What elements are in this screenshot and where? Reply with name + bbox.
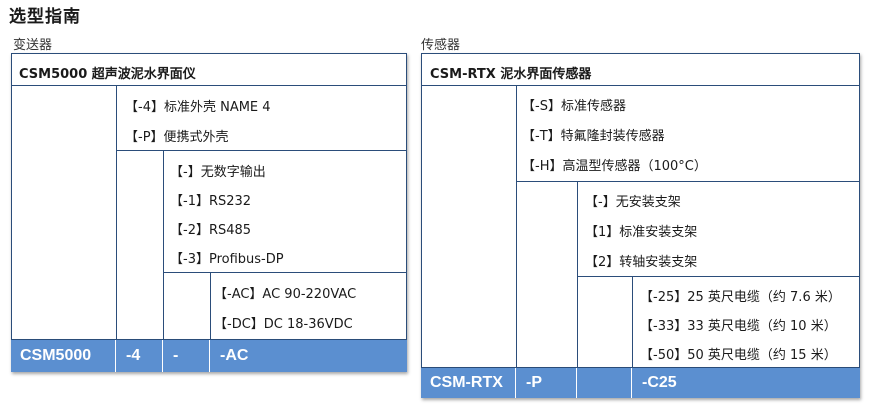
transmitter-result-bar: CSM5000 -4 - -AC (11, 340, 407, 372)
mount-option-1: 【1】标准安装支架 (585, 225, 698, 240)
divider (516, 85, 517, 368)
divider (11, 85, 407, 86)
cable-option-33: 【-33】33 英尺电缆（约 10 米） (640, 319, 837, 334)
mount-option-2: 【2】转轴安装支架 (585, 255, 698, 270)
output-option-2: 【-2】RS485 (170, 223, 252, 238)
divider (116, 150, 407, 151)
result-model: CSM-RTX (421, 368, 516, 398)
result-power: -AC (220, 347, 249, 364)
output-option-1: 【-1】RS232 (170, 194, 252, 209)
sensor-header: CSM-RTX 泥水界面传感器 (430, 67, 592, 82)
sensor-section-label: 传感器 (421, 38, 461, 53)
sensor-option-s: 【-S】标准传感器 (522, 99, 626, 114)
divider (632, 276, 633, 368)
cable-option-50: 【-50】50 英尺电缆（约 15 米） (640, 348, 837, 363)
result-sensor: -P (516, 368, 577, 398)
result-mount (577, 368, 632, 398)
housing-option-4: 【-4】标准外壳 NAME 4 (125, 100, 271, 115)
sensor-option-h: 【-H】高温型传感器（100°C） (522, 159, 707, 174)
sensor-option-t: 【-T】特氟隆封装传感器 (522, 129, 665, 144)
divider (210, 272, 211, 340)
result-housing: -4 (116, 340, 163, 372)
divider (163, 150, 164, 340)
output-option-3: 【-3】Profibus-DP (170, 252, 284, 267)
sensor-guide-table (421, 53, 860, 368)
divider (421, 85, 860, 86)
result-output: - (163, 340, 210, 372)
divider (577, 276, 860, 277)
output-option-none: 【-】无数字输出 (170, 165, 266, 180)
cable-option-25: 【-25】25 英尺电缆（约 7.6 米） (640, 290, 841, 305)
result-model: CSM5000 (11, 340, 116, 372)
result-cable: -C25 (642, 374, 677, 391)
transmitter-section-label: 变送器 (13, 38, 53, 53)
divider (116, 85, 117, 340)
transmitter-header: CSM5000 超声波泥水界面仪 (19, 67, 196, 82)
power-option-dc: 【-DC】DC 18-36VDC (214, 317, 353, 332)
transmitter-guide-table (11, 53, 407, 340)
divider (163, 272, 407, 273)
sensor-result-bar: CSM-RTX -P -C25 (421, 368, 860, 398)
power-option-ac: 【-AC】AC 90-220VAC (214, 287, 357, 302)
housing-option-p: 【-P】便携式外壳 (125, 130, 229, 145)
divider (577, 181, 578, 368)
mount-option-none: 【-】无安装支架 (585, 195, 681, 210)
page-title: 选型指南 (9, 7, 81, 27)
divider (516, 181, 860, 182)
